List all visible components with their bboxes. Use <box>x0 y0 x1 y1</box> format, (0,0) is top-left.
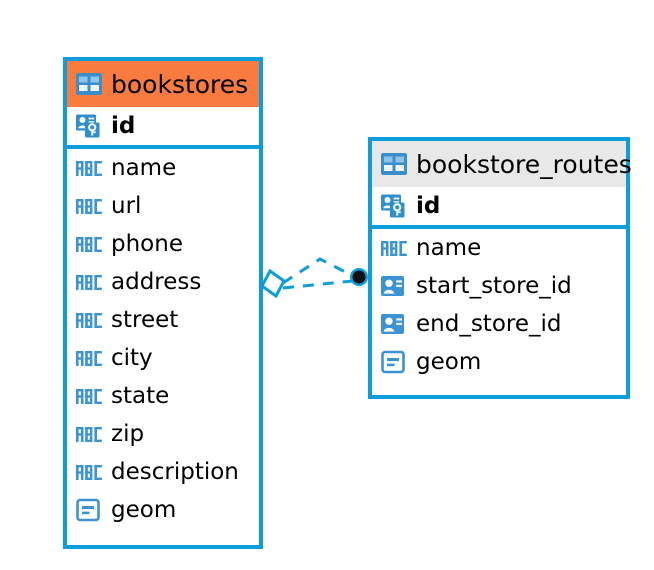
field-row-city[interactable]: city <box>67 339 259 377</box>
table-bookstores[interactable]: bookstores id <box>63 57 263 549</box>
text-field-icon <box>76 160 102 176</box>
field-row-url[interactable]: url <box>67 187 259 225</box>
relationship-line-lower <box>282 279 354 290</box>
table-header-bookstores[interactable]: bookstores <box>67 61 259 107</box>
circle-filled-marker <box>350 268 368 286</box>
text-field-icon <box>76 350 102 366</box>
field-name-label: street <box>111 306 179 333</box>
field-row-zip[interactable]: zip <box>67 415 259 453</box>
diamond-open-marker <box>260 268 286 299</box>
field-list-bookstores: name <box>67 149 259 529</box>
field-name-label: state <box>111 382 170 409</box>
field-name-label: name <box>416 234 482 261</box>
table-name-label: bookstore_routes <box>416 149 632 179</box>
table-icon <box>381 153 407 175</box>
primary-key-divider <box>67 145 259 149</box>
relationship-line-upper <box>282 257 356 285</box>
foreign-key-icon <box>381 275 407 297</box>
field-list-bookstore-routes: name start_store_id <box>372 229 626 381</box>
field-row-geom[interactable]: geom <box>67 491 259 529</box>
field-row-geom[interactable]: geom <box>372 343 626 381</box>
field-name-label: start_store_id <box>416 272 572 299</box>
field-row-address[interactable]: address <box>67 263 259 301</box>
field-row-state[interactable]: state <box>67 377 259 415</box>
field-name-label: geom <box>416 348 482 375</box>
field-name-label: zip <box>111 420 145 447</box>
field-row-street[interactable]: street <box>67 301 259 339</box>
geometry-icon <box>381 350 407 374</box>
field-row-id[interactable]: id <box>372 187 626 225</box>
field-row-end-store-id[interactable]: end_store_id <box>372 305 626 343</box>
field-name-label: city <box>111 344 153 371</box>
text-field-icon <box>381 240 407 256</box>
primary-key-icon <box>381 194 407 218</box>
field-name-label: id <box>111 112 136 139</box>
text-field-icon <box>76 198 102 214</box>
field-row-name[interactable]: name <box>372 229 626 267</box>
text-field-icon <box>76 464 102 480</box>
field-row-start-store-id[interactable]: start_store_id <box>372 267 626 305</box>
text-field-icon <box>76 426 102 442</box>
text-field-icon <box>76 388 102 404</box>
field-row-phone[interactable]: phone <box>67 225 259 263</box>
text-field-icon <box>76 236 102 252</box>
geometry-icon <box>76 498 102 522</box>
table-name-label: bookstores <box>111 69 249 99</box>
field-name-label: name <box>111 154 177 181</box>
table-bookstore-routes[interactable]: bookstore_routes id <box>368 137 632 399</box>
field-name-label: end_store_id <box>416 310 562 337</box>
field-name-label: url <box>111 192 142 219</box>
primary-key-divider <box>372 225 626 229</box>
text-field-icon <box>76 274 102 290</box>
text-field-icon <box>76 312 102 328</box>
table-icon <box>76 73 102 95</box>
foreign-key-icon <box>381 313 407 335</box>
primary-key-icon <box>76 114 102 138</box>
field-row-id[interactable]: id <box>67 107 259 145</box>
table-header-bookstore-routes[interactable]: bookstore_routes <box>372 141 632 187</box>
field-name-label: id <box>416 192 441 219</box>
field-row-name[interactable]: name <box>67 149 259 187</box>
field-name-label: description <box>111 458 239 485</box>
field-name-label: geom <box>111 496 177 523</box>
field-row-description[interactable]: description <box>67 453 259 491</box>
field-name-label: address <box>111 268 202 295</box>
field-name-label: phone <box>111 230 183 257</box>
